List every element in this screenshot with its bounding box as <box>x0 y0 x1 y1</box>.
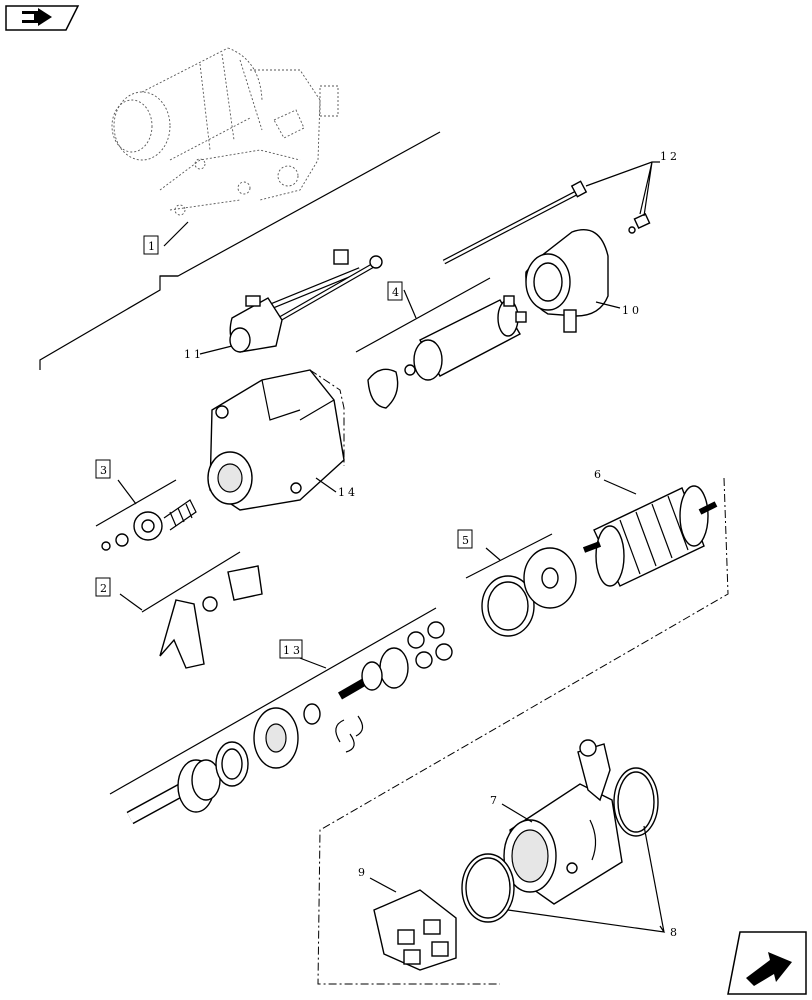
shift-lever <box>159 565 263 669</box>
o-rings <box>461 767 659 923</box>
leader-6 <box>603 479 637 495</box>
bracket-4 <box>355 277 491 353</box>
callout-13: 13 <box>279 639 303 659</box>
callout-12: 12 <box>660 150 680 163</box>
leader-11 <box>199 345 233 355</box>
yoke-field-frame <box>503 739 623 905</box>
pinion-gear <box>101 499 197 551</box>
callout-2: 2 <box>95 577 111 597</box>
leader-7 <box>501 803 533 823</box>
group-bracket-1 <box>39 131 441 370</box>
leader-1 <box>163 221 189 247</box>
callout-4: 4 <box>387 281 403 301</box>
end-frame <box>525 229 609 333</box>
svg-text:5: 5 <box>462 534 472 547</box>
small-screw <box>628 213 651 234</box>
armature <box>582 485 718 587</box>
svg-text:4: 4 <box>392 286 402 299</box>
planetary-gears <box>338 621 453 700</box>
leader-12 <box>585 161 660 217</box>
assembled-starter-reference <box>111 47 339 216</box>
bracket-2 <box>119 551 241 613</box>
leader-14 <box>315 477 337 493</box>
callout-6: 6 <box>594 468 604 481</box>
svg-text:3: 3 <box>100 464 110 477</box>
through-bolt <box>442 180 588 265</box>
leader-9 <box>369 877 397 893</box>
svg-text:2: 2 <box>100 582 110 595</box>
callout-7: 7 <box>490 794 500 807</box>
callout-11: 11 <box>184 348 204 361</box>
callout-5: 5 <box>457 529 473 549</box>
drive-housing <box>207 369 345 511</box>
solenoid <box>404 295 527 381</box>
brush-plate <box>481 547 577 637</box>
snap-ring <box>367 368 399 409</box>
brush-holder <box>373 889 457 971</box>
bracket-3 <box>95 479 177 527</box>
terminal-harness <box>229 249 383 353</box>
leader-10 <box>595 301 621 309</box>
forward-arrow-icon[interactable] <box>727 931 807 995</box>
svg-text:13: 13 <box>283 644 303 657</box>
back-arrow-icon[interactable] <box>5 5 80 31</box>
callout-3: 3 <box>95 459 111 479</box>
leader-8 <box>507 825 666 933</box>
output-shaft <box>126 703 364 825</box>
callout-9: 9 <box>358 866 368 879</box>
callout-10: 10 <box>622 304 642 317</box>
bracket-5 <box>465 533 553 579</box>
callout-1: 1 <box>143 235 159 255</box>
callout-14: 14 <box>338 486 358 499</box>
callout-8: 8 <box>670 926 680 939</box>
svg-text:1: 1 <box>148 240 158 253</box>
